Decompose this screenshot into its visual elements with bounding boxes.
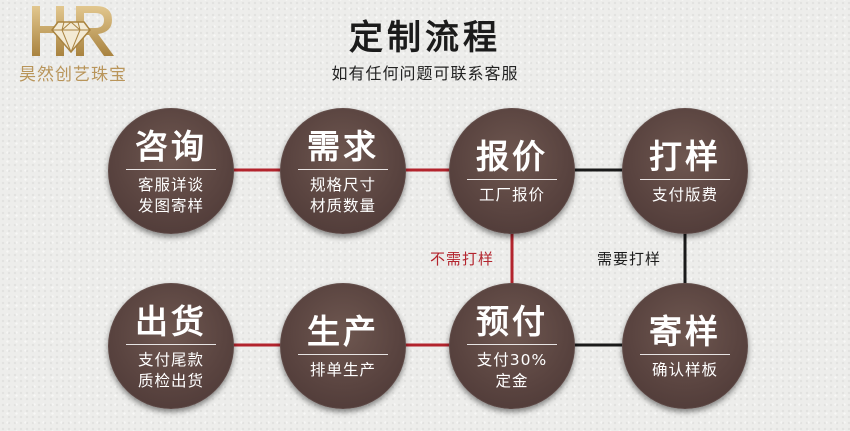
step-desc: 定金 bbox=[495, 372, 529, 390]
step-divider bbox=[640, 354, 730, 355]
step-ship: 出货 支付尾款 质检出货 bbox=[108, 283, 234, 409]
step-divider bbox=[126, 169, 216, 170]
step-desc: 支付30% bbox=[476, 351, 548, 369]
step-title: 出货 bbox=[135, 302, 207, 341]
diamond-logo-icon bbox=[32, 6, 114, 56]
step-desc: 确认样板 bbox=[651, 361, 718, 379]
step-produce: 生产 排单生产 bbox=[280, 283, 406, 409]
step-desc: 发图寄样 bbox=[137, 197, 204, 215]
step-desc: 客服详谈 bbox=[137, 176, 204, 194]
step-desc: 材质数量 bbox=[309, 197, 376, 215]
step-title: 生产 bbox=[307, 312, 379, 351]
step-sample: 打样 支付版费 bbox=[622, 108, 748, 234]
step-desc: 质检出货 bbox=[137, 372, 204, 390]
step-divider bbox=[467, 179, 557, 180]
step-desc: 规格尺寸 bbox=[309, 176, 376, 194]
step-desc: 支付版费 bbox=[651, 186, 718, 204]
page-subtitle: 如有任何问题可联系客服 bbox=[331, 64, 519, 83]
step-prepay: 预付 支付30% 定金 bbox=[449, 283, 575, 409]
page-title: 定制流程 bbox=[349, 18, 501, 58]
step-title: 需求 bbox=[307, 127, 379, 166]
step-desc: 工厂报价 bbox=[478, 186, 545, 204]
step-desc: 支付尾款 bbox=[137, 351, 204, 369]
step-title: 预付 bbox=[476, 302, 548, 341]
step-divider bbox=[640, 179, 730, 180]
step-title: 寄样 bbox=[649, 312, 721, 351]
step-divider bbox=[467, 344, 557, 345]
step-quote: 报价 工厂报价 bbox=[449, 108, 575, 234]
step-consult: 咨询 客服详谈 发图寄样 bbox=[108, 108, 234, 234]
step-mail-sample: 寄样 确认样板 bbox=[622, 283, 748, 409]
label-no-sample: 不需打样 bbox=[430, 250, 495, 268]
brand-logo: 昊然创艺珠宝 bbox=[8, 2, 138, 85]
step-title: 咨询 bbox=[135, 127, 207, 166]
label-need-sample: 需要打样 bbox=[597, 250, 662, 268]
step-divider bbox=[298, 354, 388, 355]
step-title: 打样 bbox=[649, 137, 721, 176]
step-title: 报价 bbox=[476, 137, 548, 176]
step-desc: 排单生产 bbox=[309, 361, 376, 379]
step-demand: 需求 规格尺寸 材质数量 bbox=[280, 108, 406, 234]
step-divider bbox=[298, 169, 388, 170]
brand-name: 昊然创艺珠宝 bbox=[19, 65, 127, 85]
step-divider bbox=[126, 344, 216, 345]
